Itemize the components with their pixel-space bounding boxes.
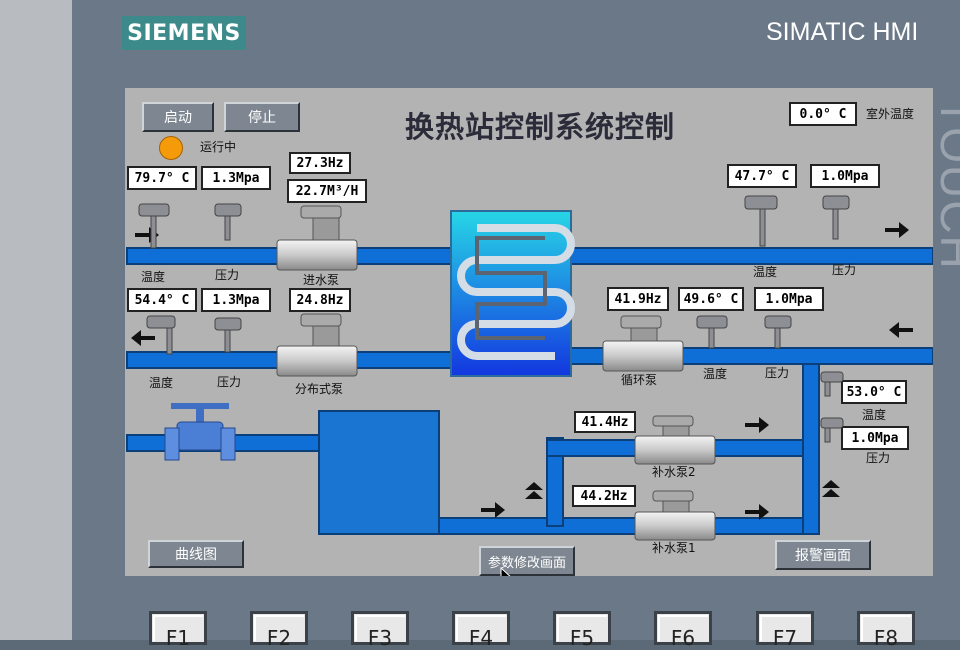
function-key-f4[interactable]: F4 xyxy=(452,611,510,650)
return-pressure-value: 1.3Mpa xyxy=(201,288,271,312)
pipe-makeup-riser xyxy=(546,437,564,527)
supply-temp-sensor-icon xyxy=(138,203,170,249)
circ-pressure-sensor-icon xyxy=(764,315,792,349)
instrument-layer xyxy=(138,195,850,576)
running-status-label: 运行中 xyxy=(200,140,237,154)
page-title: 换热站控制系统控制 xyxy=(405,110,676,144)
siemens-logo: SIEMENS xyxy=(122,16,246,50)
secondary-supply-temp-label: 温度 xyxy=(753,265,778,279)
secondary-temp-sensor-icon xyxy=(744,195,778,247)
secondary-pressure-sensor-icon xyxy=(822,195,850,240)
circ-pump-icon xyxy=(602,315,684,372)
hmi-screen: 换热站控制系统控制 启动 停止 运行中 0.0° C 室外温度 79.7° C … xyxy=(125,88,933,576)
makeup-pressure-label: 压力 xyxy=(866,451,891,465)
secondary-supply-pressure-value: 1.0Mpa xyxy=(810,164,880,188)
inlet-pump-flow-value: 22.7M³/H xyxy=(287,179,367,203)
secondary-return-pressure-label: 压力 xyxy=(765,366,790,380)
secondary-return-temp-value: 49.6° C xyxy=(678,287,744,311)
bezel-left-edge xyxy=(0,0,72,640)
outdoor-temp-label: 室外温度 xyxy=(866,107,915,121)
makeup-pump1-freq-value: 44.2Hz xyxy=(572,485,636,507)
pump-icons xyxy=(276,205,716,541)
valve-icon xyxy=(164,403,236,461)
makeup-temp-sensor-icon xyxy=(820,371,844,397)
supply-temp-label: 温度 xyxy=(141,270,166,284)
makeup-pressure-sensor-icon xyxy=(820,417,844,443)
return-pressure-sensor-icon xyxy=(214,317,242,353)
function-key-f5[interactable]: F5 xyxy=(553,611,611,650)
return-temp-sensor-icon xyxy=(146,315,176,355)
stop-button[interactable]: 停止 xyxy=(224,102,300,132)
mouse-cursor-icon xyxy=(500,566,511,576)
alarm-screen-button[interactable]: 报警画面 xyxy=(775,540,871,570)
trend-chart-button[interactable]: 曲线图 xyxy=(148,540,244,568)
dist-pump-icon xyxy=(276,313,358,377)
makeup-temp-label: 温度 xyxy=(862,408,887,422)
makeup-temp-value: 53.0° C xyxy=(841,380,907,404)
pipe-makeup-vertical xyxy=(802,363,820,535)
supply-temp-value: 79.7° C xyxy=(127,166,197,190)
circ-temp-sensor-icon xyxy=(696,315,728,349)
circ-pump-freq-value: 41.9Hz xyxy=(607,287,669,311)
water-tank xyxy=(318,410,440,535)
sensor-icons xyxy=(138,195,850,443)
outdoor-temp-value: 0.0° C xyxy=(789,102,857,126)
makeup-pump2-label: 补水泵2 xyxy=(652,465,696,479)
supply-pressure-value: 1.3Mpa xyxy=(201,166,271,190)
product-name: SIMATIC HMI xyxy=(766,18,919,46)
makeup-pump2-freq-value: 41.4Hz xyxy=(574,411,636,433)
dist-pump-freq-value: 24.8Hz xyxy=(289,288,351,312)
param-edit-button[interactable]: 参数修改画面 xyxy=(479,546,575,576)
start-button[interactable]: 启动 xyxy=(142,102,214,132)
return-pressure-label: 压力 xyxy=(217,375,242,389)
running-status-led xyxy=(159,136,183,160)
inlet-pump-icon xyxy=(276,205,358,271)
circ-pump-label: 循环泵 xyxy=(621,373,658,387)
secondary-supply-temp-value: 47.7° C xyxy=(727,164,797,188)
dist-pump-label: 分布式泵 xyxy=(295,382,344,396)
makeup-pump1-icon xyxy=(634,490,716,541)
supply-pressure-sensor-icon xyxy=(214,203,242,241)
secondary-return-pressure-value: 1.0Mpa xyxy=(754,287,824,311)
return-temp-value: 54.4° C xyxy=(127,288,197,312)
return-temp-label: 温度 xyxy=(149,376,174,390)
inlet-pump-freq-value: 27.3Hz xyxy=(289,152,351,174)
makeup-pump2-icon xyxy=(634,415,716,465)
makeup-pressure-value: 1.0Mpa xyxy=(841,426,909,450)
secondary-supply-pressure-label: 压力 xyxy=(832,263,857,277)
supply-pressure-label: 压力 xyxy=(215,268,240,282)
inlet-pump-label: 进水泵 xyxy=(303,273,340,287)
secondary-return-temp-label: 温度 xyxy=(703,367,728,381)
makeup-pump1-label: 补水泵1 xyxy=(652,541,696,555)
heat-exchanger xyxy=(450,210,575,377)
touch-label: TOUCH xyxy=(931,98,960,271)
